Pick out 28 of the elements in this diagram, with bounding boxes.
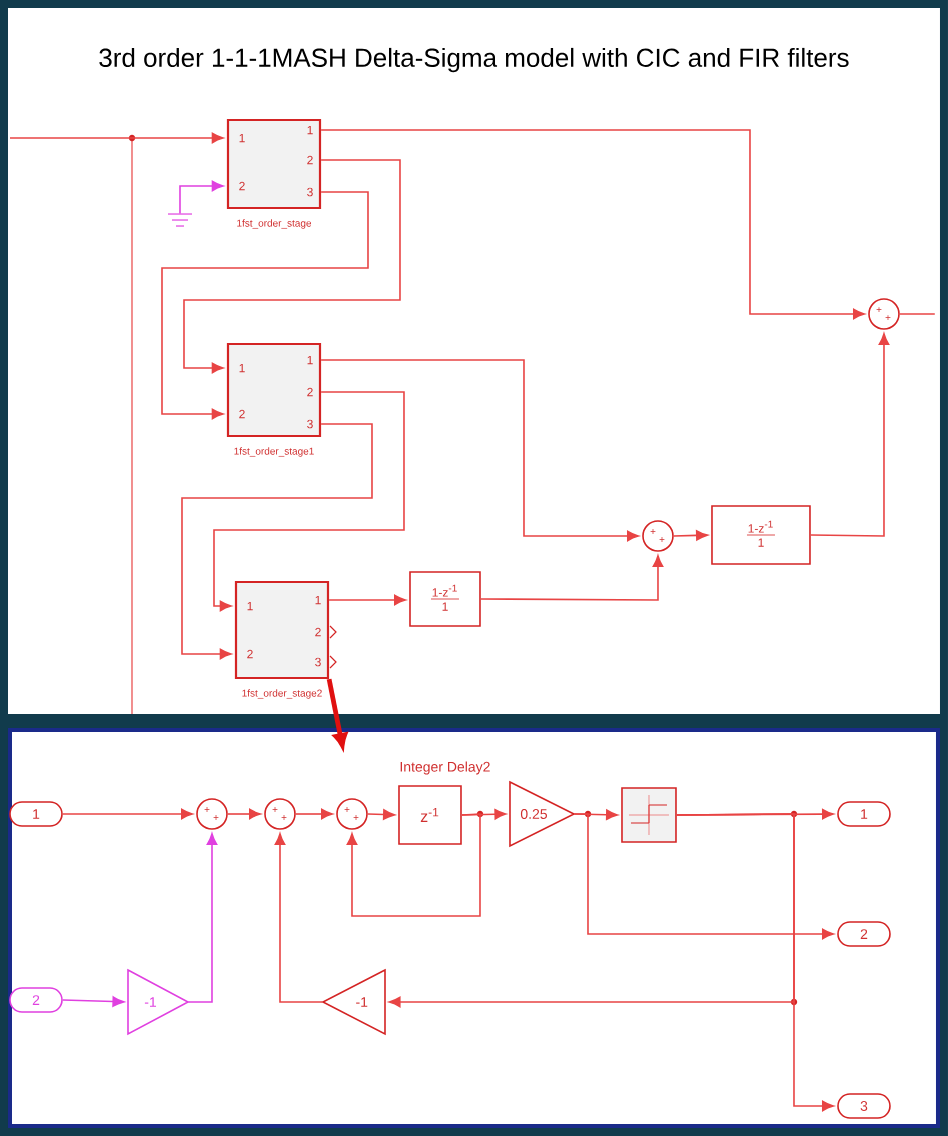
arrow (480, 555, 664, 601)
arrow (326, 678, 348, 748)
arrow (183, 159, 401, 374)
arrow (573, 813, 834, 940)
arrow (62, 996, 125, 1007)
signal-line (899, 313, 936, 315)
arrow (328, 594, 406, 606)
arrow (320, 129, 865, 320)
arrow (187, 833, 218, 1003)
arrow (346, 813, 481, 917)
arrow (161, 191, 369, 420)
arrow (810, 333, 890, 537)
arrow (367, 809, 395, 820)
arrow (295, 808, 333, 820)
quantizer-block (621, 787, 677, 843)
arrow (227, 808, 261, 820)
arrow (673, 530, 708, 541)
arrow (388, 813, 795, 1008)
title: 3rd order 1-1-1MASH Delta-Sigma model with CIC and FIR filters (99, 47, 849, 73)
arrow (9, 132, 224, 144)
ground-symbol (167, 213, 193, 227)
arrow (62, 808, 193, 820)
arrow (181, 423, 373, 660)
arrow (274, 833, 324, 1003)
arrow (320, 359, 639, 542)
arrow (213, 391, 405, 612)
arrow (179, 180, 224, 215)
arrow (461, 809, 507, 820)
